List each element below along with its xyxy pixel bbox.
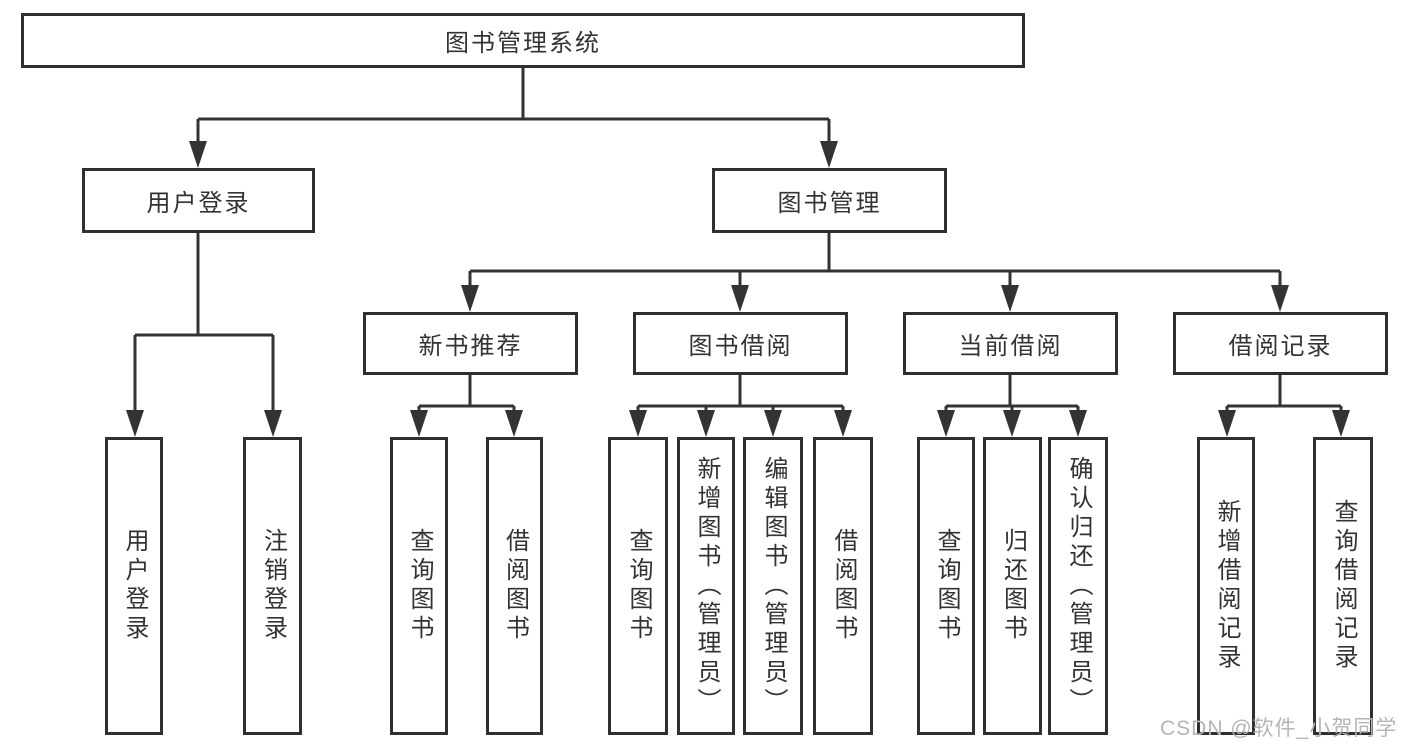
leaf-logout: 注销登录 [243, 437, 302, 735]
leaf-query-books-current: 查询图书 [917, 437, 975, 735]
leaf-edit-book-admin: 编辑图书（管理员） [743, 437, 803, 735]
leaf-query-books-borrow: 查询图书 [608, 437, 668, 735]
node-book-borrow: 图书借阅 [633, 312, 848, 375]
node-book-management: 图书管理 [712, 168, 947, 233]
leaf-borrow-books-borrow: 借阅图书 [813, 437, 873, 735]
leaf-user-login: 用户登录 [105, 437, 163, 735]
leaf-add-borrow-record: 新增借阅记录 [1197, 437, 1255, 735]
leaf-query-books-recommend: 查询图书 [390, 437, 448, 735]
leaf-confirm-return-admin: 确认归还（管理员） [1048, 437, 1108, 735]
node-current-borrow: 当前借阅 [903, 312, 1118, 375]
leaf-borrow-books-recommend: 借阅图书 [486, 437, 543, 735]
node-user-login: 用户登录 [82, 168, 315, 233]
leaf-query-borrow-record: 查询借阅记录 [1313, 437, 1373, 735]
node-borrow-records: 借阅记录 [1173, 312, 1388, 375]
node-new-book-recommend: 新书推荐 [363, 312, 578, 375]
leaf-add-book-admin: 新增图书（管理员） [677, 437, 735, 735]
leaf-return-books: 归还图书 [983, 437, 1042, 735]
watermark: CSDN @软件_小贺同学 [1160, 717, 1398, 740]
node-library-system: 图书管理系统 [21, 13, 1025, 68]
